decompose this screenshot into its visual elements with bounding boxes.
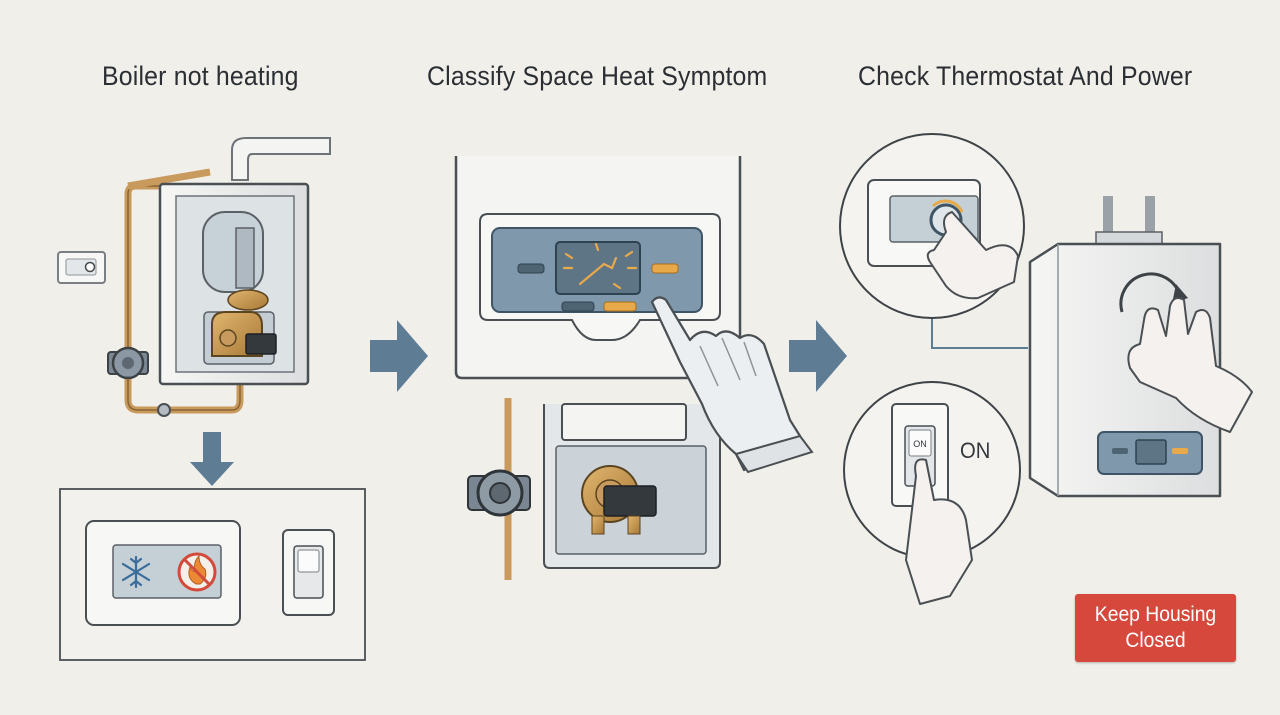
pump-icon [467,469,531,517]
thermostat-callout [839,133,1025,319]
rocker-switch-icon [282,529,335,616]
power-switch-callout: ON [843,381,1021,605]
arrow-down-icon [190,432,234,486]
arrow-right-icon [789,320,847,392]
arrow-right-icon [370,320,428,392]
step-1-status-box [59,488,366,661]
rotate-arrow-icon [1119,272,1182,313]
warning-badge-label: Keep Housing Closed [1094,603,1217,652]
pump-icon [107,346,149,380]
snowflake-icon [121,555,151,589]
step-3-title: Check Thermostat And Power [858,61,1193,91]
pointing-hand-icon [650,296,814,474]
no-flame-icon [177,552,217,592]
step-2-boiler-internals [467,398,721,580]
step-3-boiler-illustration [1028,196,1253,498]
warning-badge: Keep Housing Closed [1075,594,1236,662]
step-2-title: Classify Space Heat Symptom [427,61,768,91]
step-1-boiler-illustration [107,137,331,417]
thermostat-icon [57,251,106,284]
switch-plate-text: ON [913,439,927,449]
switch-state-label: ON [960,438,991,463]
step-1-title: Boiler not heating [102,61,299,91]
